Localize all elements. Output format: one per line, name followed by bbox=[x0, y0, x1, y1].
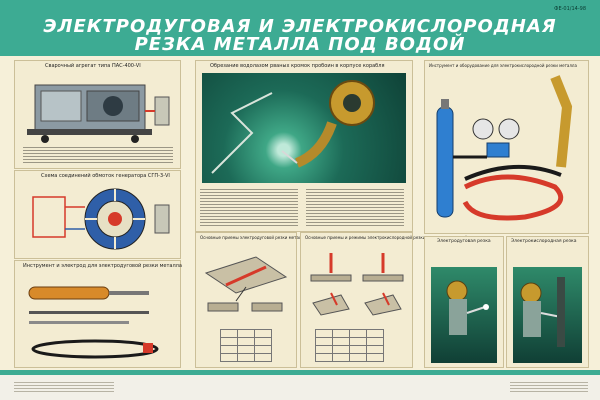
underwater-cutting-scene bbox=[200, 71, 408, 185]
oxy-diver-illustration bbox=[520, 277, 565, 347]
panel-arc-cutting: Электродуговая резка bbox=[424, 236, 504, 368]
cut-methods-right-illustration bbox=[310, 253, 404, 316]
caption-welding-unit: Сварочный агрегат типа ПАС-400-VI bbox=[45, 63, 141, 69]
caption-tool-electrode: Инструмент и электрод для электродуговой… bbox=[23, 263, 182, 269]
welding-unit-description bbox=[23, 145, 173, 163]
corner-code: ФЕ-01/14-98 bbox=[554, 6, 586, 12]
tool-electrode-illustration bbox=[28, 286, 159, 359]
caption-generator-scheme: Схема соединений обмоток генератора СГП-… bbox=[41, 173, 170, 179]
poster-title-line-2: РЕЗКА МЕТАЛЛА ПОД ВОДОЙ bbox=[134, 34, 466, 55]
panel-cut-methods-left: Основные приемы электродуговой резки мет… bbox=[195, 232, 329, 368]
title-band: ФЕ-01/14-98 ЭЛЕКТРОДУГОВАЯ И ЭЛЕКТРОКИСЛ… bbox=[0, 0, 600, 56]
panel-equipment: Инструмент и оборудование для электрокис… bbox=[424, 60, 589, 234]
caption-cut-methods-left: Основные приемы электродуговой резки мет… bbox=[200, 235, 330, 240]
footer-imprint-left bbox=[14, 380, 114, 394]
cut-methods-left-illustration bbox=[204, 256, 288, 312]
caption-center-scene: Обрезание водолазом рваных кромок пробои… bbox=[210, 63, 385, 69]
diver-illustration bbox=[211, 80, 375, 174]
footer-stripe bbox=[0, 370, 600, 375]
equipment-illustration bbox=[436, 75, 573, 221]
center-description-right bbox=[306, 187, 404, 227]
caption-equipment: Инструмент и оборудование для электрокис… bbox=[429, 63, 577, 68]
footer-imprint-right bbox=[510, 380, 588, 394]
panel-oxy-arc-cutting: Электрокислородная резка bbox=[506, 236, 589, 368]
caption-oxy-arc-cutting: Электрокислородная резка bbox=[511, 239, 577, 244]
panel-tool-electrode: Инструмент и электрод для электродуговой… bbox=[14, 260, 182, 368]
oxy-arc-cutting-scene bbox=[511, 265, 584, 365]
cut-modes-table-left bbox=[220, 329, 272, 362]
panel-center-scene: Обрезание водолазом рваных кромок пробои… bbox=[195, 60, 413, 232]
caption-arc-cutting: Электродуговая резка bbox=[437, 239, 491, 244]
arc-diver-illustration bbox=[446, 280, 489, 335]
caption-cut-methods-right: Основные приемы и режимы электрокислород… bbox=[305, 235, 468, 240]
panel-cut-methods-right: Основные приемы и режимы электрокислород… bbox=[300, 232, 468, 368]
panel-welding-unit: Сварочный агрегат типа ПАС-400-VI bbox=[14, 60, 181, 169]
cut-modes-table-right bbox=[315, 329, 384, 362]
arc-cutting-scene bbox=[429, 265, 499, 365]
panel-generator-scheme: Схема соединений обмоток генератора СГП-… bbox=[14, 170, 181, 259]
generator-scheme-illustration bbox=[32, 188, 170, 250]
poster-title-line-1: ЭЛЕКТРОДУГОВАЯ И ЭЛЕКТРОКИСЛОРОДНАЯ bbox=[43, 16, 557, 37]
welding-unit-illustration bbox=[27, 84, 170, 143]
center-description-left bbox=[200, 187, 298, 227]
